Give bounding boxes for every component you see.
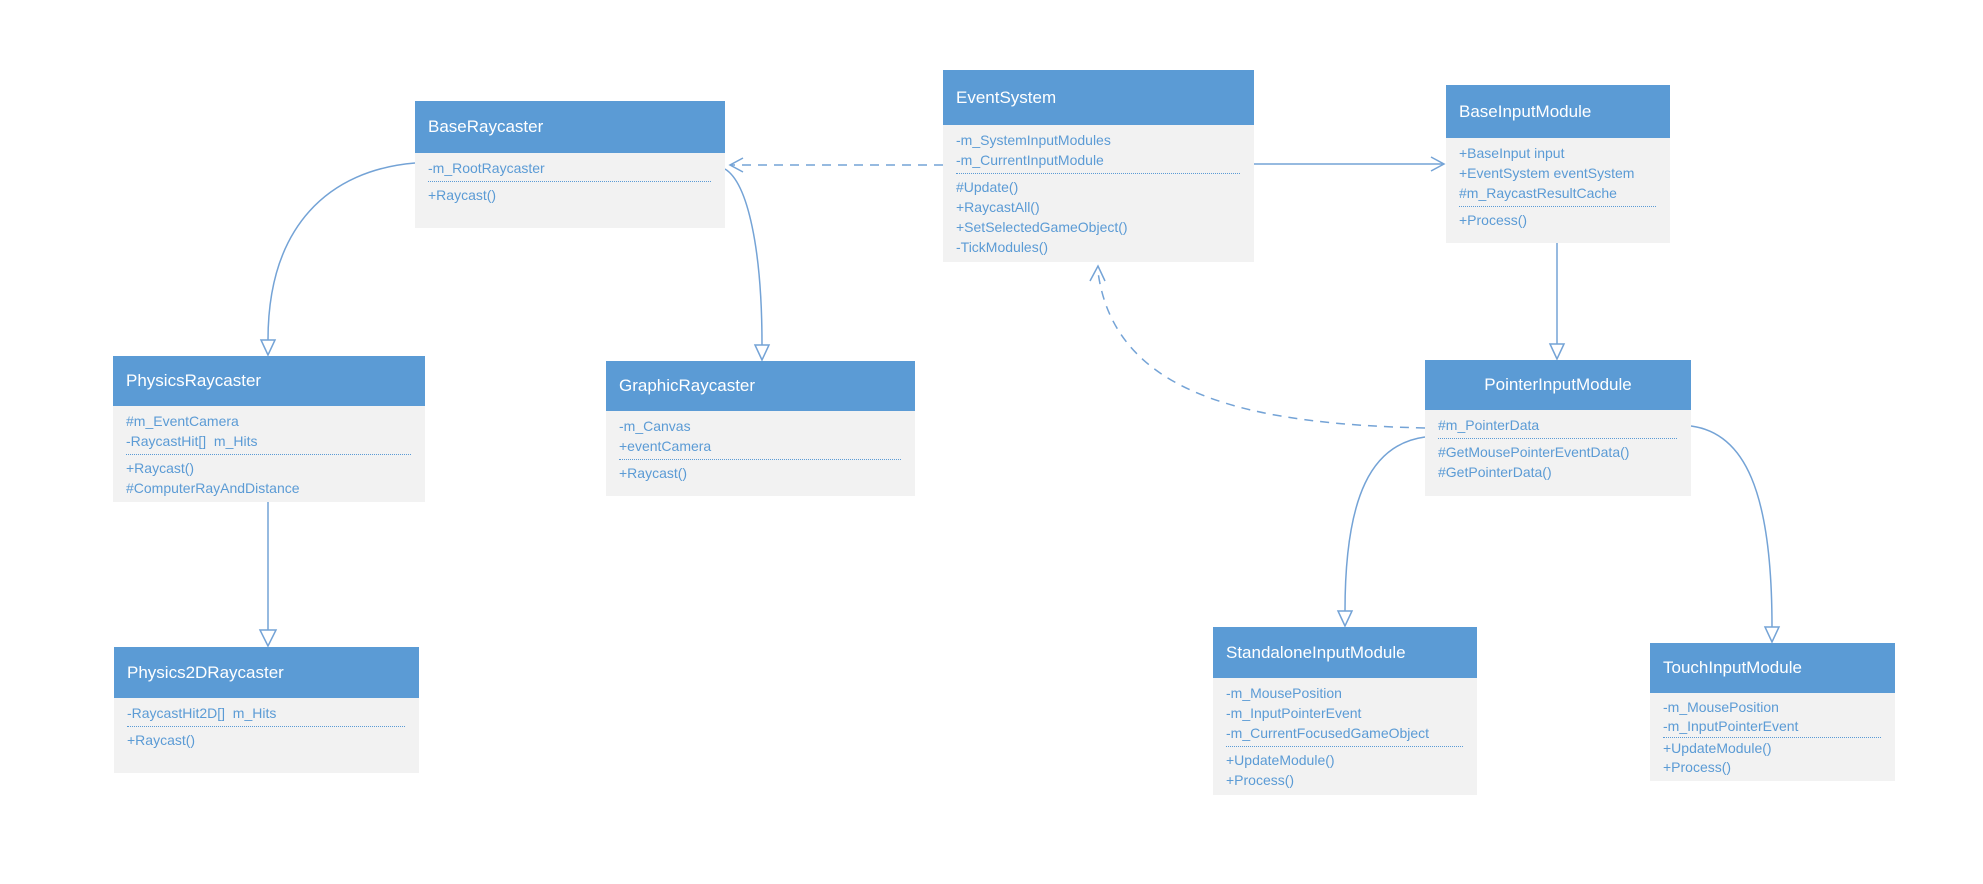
class-header: BaseRaycaster (415, 101, 725, 153)
arrowhead-hollow-triangle (1336, 610, 1354, 628)
member-divider (956, 173, 1240, 174)
attribute: #m_PointerData (1438, 417, 1540, 433)
class-body: -RaycastHit2D[] m_Hits +Raycast() (114, 698, 419, 773)
class-touch-input-module[interactable]: TouchInputModule -m_MousePosition -m_Inp… (1650, 643, 1895, 781)
attribute: -m_CurrentFocusedGameObject (1226, 725, 1430, 741)
class-body: #m_EventCamera -RaycastHit[] m_Hits +Ray… (113, 406, 425, 502)
class-title: PointerInputModule (1484, 375, 1632, 394)
member-divider (619, 459, 901, 460)
attribute: #m_RaycastResultCache (1459, 185, 1617, 201)
class-body: -m_Canvas +eventCamera +Raycast() (606, 411, 915, 496)
class-event-system[interactable]: EventSystem -m_SystemInputModules -m_Cur… (943, 70, 1254, 262)
class-title: StandaloneInputModule (1226, 642, 1406, 662)
attribute: +BaseInput input (1459, 145, 1565, 161)
method: +UpdateModule() (1226, 752, 1335, 768)
class-title: BaseInputModule (1459, 101, 1592, 121)
arrowhead-hollow-triangle (258, 629, 278, 648)
method: +SetSelectedGameObject() (956, 219, 1128, 235)
class-title: Physics2DRaycaster (127, 662, 284, 682)
method: #GetPointerData() (1438, 464, 1552, 480)
member-divider (1438, 438, 1677, 439)
method: #Update() (956, 179, 1019, 195)
class-body: -m_MousePosition -m_InputPointerEvent -m… (1213, 678, 1477, 795)
attribute: -m_CurrentInputModule (956, 152, 1104, 168)
arrowhead-hollow-triangle (753, 344, 771, 362)
attribute: -m_InputPointerEvent (1663, 718, 1799, 734)
attribute: -RaycastHit[] m_Hits (126, 433, 258, 449)
method: +Raycast() (428, 187, 497, 203)
attribute: -m_SystemInputModules (956, 132, 1111, 148)
attribute: -m_MousePosition (1226, 685, 1342, 701)
class-header: GraphicRaycaster (606, 361, 915, 411)
attribute: -m_Canvas (619, 418, 691, 434)
member-divider (1459, 206, 1656, 207)
method: #ComputerRayAndDistance (126, 480, 300, 496)
method: +Raycast() (126, 460, 195, 476)
method: +Raycast() (127, 732, 196, 748)
method: +RaycastAll() (956, 199, 1040, 215)
class-base-input-module[interactable]: BaseInputModule +BaseInput input +EventS… (1446, 85, 1670, 243)
class-body: -m_SystemInputModules -m_CurrentInputMod… (943, 125, 1254, 262)
attribute: -RaycastHit2D[] m_Hits (127, 705, 277, 721)
class-title: BaseRaycaster (428, 117, 544, 136)
class-standalone-input-module[interactable]: StandaloneInputModule -m_MousePosition -… (1213, 627, 1477, 795)
attribute: -m_InputPointerEvent (1226, 705, 1362, 721)
class-graphic-raycaster[interactable]: GraphicRaycaster -m_Canvas +eventCamera … (606, 361, 915, 496)
method: -TickModules() (956, 239, 1049, 255)
method: +Process() (1226, 772, 1295, 788)
class-physics-2d-raycaster[interactable]: Physics2DRaycaster -RaycastHit2D[] m_Hit… (114, 647, 419, 773)
arrowhead-open-chevron (1089, 264, 1106, 282)
member-divider (428, 181, 711, 182)
connector-pointerinputmodule-touchinputmodule (1690, 425, 1773, 628)
member-divider (1226, 746, 1463, 747)
connector-baseraycaster-physicsraycaster (267, 162, 416, 341)
class-header: PointerInputModule (1425, 360, 1691, 410)
member-divider (126, 454, 411, 455)
class-body: -m_RootRaycaster +Raycast() (415, 153, 725, 228)
class-body: +BaseInput input +EventSystem eventSyste… (1446, 138, 1670, 243)
attribute: -m_RootRaycaster (428, 160, 545, 176)
class-header: StandaloneInputModule (1213, 627, 1477, 678)
attribute: +EventSystem eventSystem (1459, 165, 1635, 181)
class-header: EventSystem (943, 70, 1254, 125)
class-title: GraphicRaycaster (619, 376, 756, 395)
member-divider (127, 726, 405, 727)
method: +Raycast() (619, 465, 688, 481)
class-title: EventSystem (956, 87, 1057, 107)
method: +UpdateModule() (1663, 740, 1772, 756)
connector-pointerinputmodule-eventsystem (1097, 271, 1426, 429)
class-body: -m_MousePosition -m_InputPointerEvent +U… (1650, 693, 1895, 781)
attribute: +eventCamera (619, 438, 712, 454)
class-header: PhysicsRaycaster (113, 356, 425, 406)
class-title: PhysicsRaycaster (126, 371, 262, 390)
arrowhead-hollow-triangle (259, 339, 277, 357)
method: +Process() (1663, 759, 1732, 775)
class-body: #m_PointerData #GetMousePointerEventData… (1425, 410, 1691, 496)
method: #GetMousePointerEventData() (1438, 444, 1630, 460)
attribute: -m_MousePosition (1663, 699, 1779, 715)
class-header: BaseInputModule (1446, 85, 1670, 138)
class-header: TouchInputModule (1650, 643, 1895, 693)
class-pointer-input-module[interactable]: PointerInputModule #m_PointerData #GetMo… (1425, 360, 1691, 496)
connector-pointerinputmodule-standaloneinputmodule (1344, 436, 1426, 612)
member-divider (1663, 737, 1881, 738)
connector-baseraycaster-graphicraycaster (724, 168, 763, 346)
attribute: #m_EventCamera (126, 413, 239, 429)
arrowhead-hollow-triangle (1548, 343, 1566, 361)
method: +Process() (1459, 212, 1528, 228)
arrowhead-open-chevron (728, 157, 744, 173)
class-header: Physics2DRaycaster (114, 647, 419, 698)
arrowhead-hollow-triangle (1763, 626, 1781, 644)
class-base-raycaster[interactable]: BaseRaycaster -m_RootRaycaster +Raycast(… (415, 101, 725, 228)
class-title: TouchInputModule (1663, 658, 1802, 677)
class-physics-raycaster[interactable]: PhysicsRaycaster #m_EventCamera -Raycast… (113, 356, 425, 502)
arrowhead-open-chevron (1430, 156, 1446, 172)
